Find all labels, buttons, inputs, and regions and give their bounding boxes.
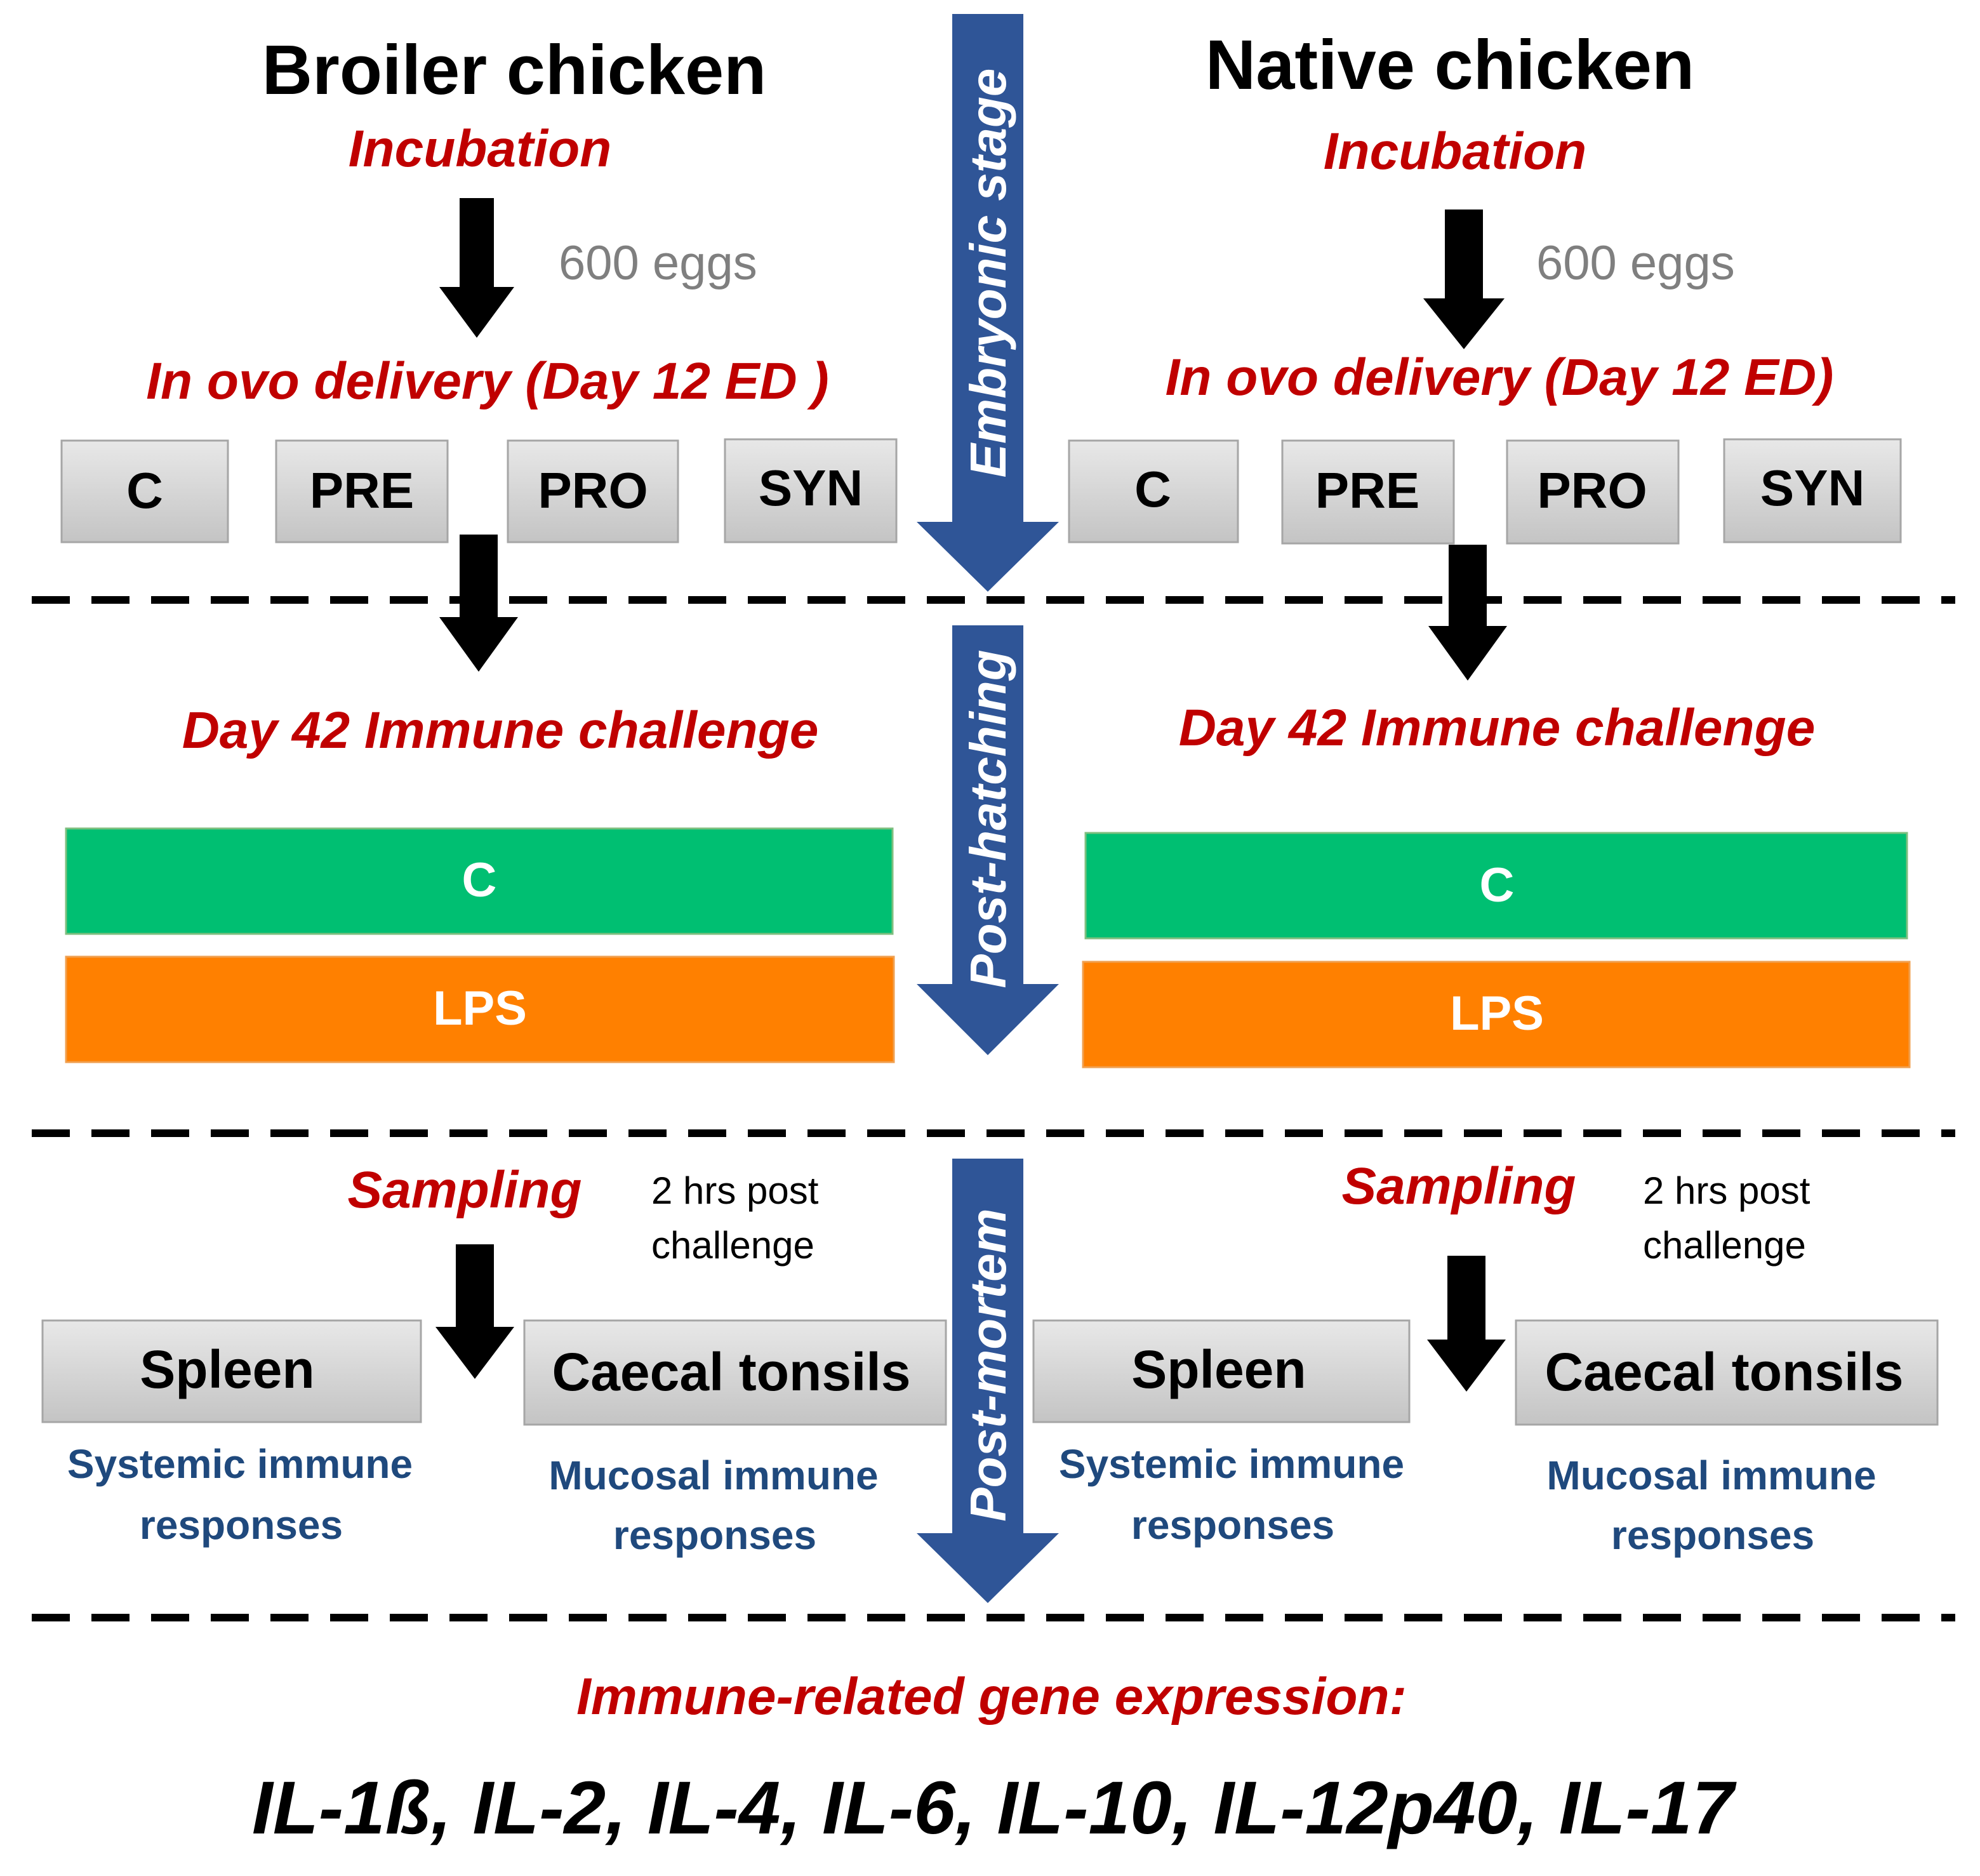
group-box bbox=[1068, 439, 1239, 543]
group-box bbox=[1723, 438, 1902, 543]
group-box bbox=[1506, 439, 1680, 545]
group-label: PRO bbox=[538, 462, 648, 519]
gene-expression-title: Immune-related gene expression: bbox=[576, 1668, 1407, 1726]
group-label: C bbox=[1134, 461, 1171, 517]
lps-bar-label: LPS bbox=[433, 981, 527, 1035]
response-note: Systemic immune bbox=[1059, 1441, 1404, 1487]
down-arrow-icon bbox=[439, 535, 518, 672]
control-bar bbox=[65, 827, 894, 935]
immune-challenge-label: Day 42 Immune challenge bbox=[1179, 699, 1816, 757]
group-label: C bbox=[126, 462, 163, 519]
stage-arrow-post-mortem: Post-mortem bbox=[917, 1159, 1059, 1603]
incubation-label: Incubation bbox=[1324, 123, 1587, 180]
stage-arrow-embryonic: Embryonic stage bbox=[917, 14, 1059, 592]
response-note: responses bbox=[613, 1512, 816, 1558]
lps-bar-label: LPS bbox=[1450, 987, 1544, 1041]
group-label: PRE bbox=[310, 462, 415, 519]
response-note: Mucosal immune bbox=[1546, 1453, 1876, 1498]
group-box bbox=[507, 439, 679, 543]
lps-bar bbox=[65, 955, 895, 1063]
group-label: SYN bbox=[759, 460, 863, 516]
group-box bbox=[60, 439, 229, 543]
down-arrow-icon bbox=[1423, 210, 1505, 349]
group-label: PRE bbox=[1315, 462, 1420, 519]
sampling-time-note: challenge bbox=[1643, 1224, 1806, 1267]
control-bar-label: C bbox=[1480, 858, 1515, 912]
column-title: Native chicken bbox=[1206, 26, 1694, 104]
down-arrow-icon bbox=[1427, 1256, 1506, 1392]
incubation-label: Incubation bbox=[349, 120, 612, 178]
group-label: PRO bbox=[1537, 462, 1647, 519]
in-ovo-delivery-label: In ovo delivery (Day 12 ED ) bbox=[146, 352, 829, 410]
group-label: SYN bbox=[1760, 460, 1865, 516]
response-note: responses bbox=[1131, 1502, 1334, 1548]
control-bar-label: C bbox=[462, 853, 497, 907]
stage-label: Embryonic stage bbox=[960, 69, 1016, 478]
column-title: Broiler chicken bbox=[262, 31, 767, 109]
lps-bar bbox=[1082, 961, 1911, 1068]
response-note: Mucosal immune bbox=[548, 1453, 878, 1498]
tissue-box-spleen bbox=[41, 1319, 422, 1423]
group-box bbox=[1281, 439, 1455, 545]
in-ovo-delivery-label: In ovo delivery (Day 12 ED) bbox=[1166, 349, 1834, 406]
tissue-box-caecal-tonsils bbox=[1515, 1319, 1939, 1426]
stage-label: Post-mortem bbox=[960, 1208, 1016, 1521]
stage-arrow-post-hatching: Post-hatching bbox=[917, 625, 1059, 1055]
tissue-box-spleen bbox=[1032, 1319, 1411, 1423]
group-box bbox=[724, 438, 898, 543]
native-column: Native chicken Incubation 600 eggs In ov… bbox=[1032, 26, 1939, 1558]
sampling-time-note: 2 hrs post bbox=[651, 1169, 819, 1212]
tissue-label: Caecal tonsils bbox=[552, 1342, 911, 1402]
stage-label: Post-hatching bbox=[960, 649, 1016, 988]
control-bar bbox=[1084, 832, 1908, 940]
response-note: responses bbox=[1611, 1512, 1814, 1558]
gene-list: IL-1ß, IL-2, IL-4, IL-6, IL-10, IL-12p40… bbox=[252, 1766, 1737, 1850]
sampling-time-note: challenge bbox=[651, 1224, 814, 1267]
egg-count: 600 eggs bbox=[1536, 236, 1735, 290]
response-note: responses bbox=[140, 1502, 343, 1548]
tissue-label: Spleen bbox=[140, 1340, 314, 1399]
sampling-time-note: 2 hrs post bbox=[1643, 1169, 1811, 1212]
tissue-label: Caecal tonsils bbox=[1545, 1342, 1904, 1402]
down-arrow-icon bbox=[439, 198, 514, 338]
response-note: Systemic immune bbox=[67, 1441, 413, 1487]
egg-count: 600 eggs bbox=[559, 236, 757, 290]
down-arrow-icon bbox=[435, 1244, 514, 1379]
immune-challenge-label: Day 42 Immune challenge bbox=[182, 702, 819, 759]
tissue-box-caecal-tonsils bbox=[523, 1319, 947, 1426]
tissue-label: Spleen bbox=[1131, 1340, 1306, 1399]
group-box bbox=[275, 439, 449, 543]
broiler-column: Broiler chicken Incubation 600 eggs In o… bbox=[41, 31, 947, 1558]
sampling-label: Sampling bbox=[1341, 1157, 1576, 1215]
sampling-label: Sampling bbox=[347, 1161, 581, 1219]
down-arrow-icon bbox=[1428, 545, 1507, 681]
